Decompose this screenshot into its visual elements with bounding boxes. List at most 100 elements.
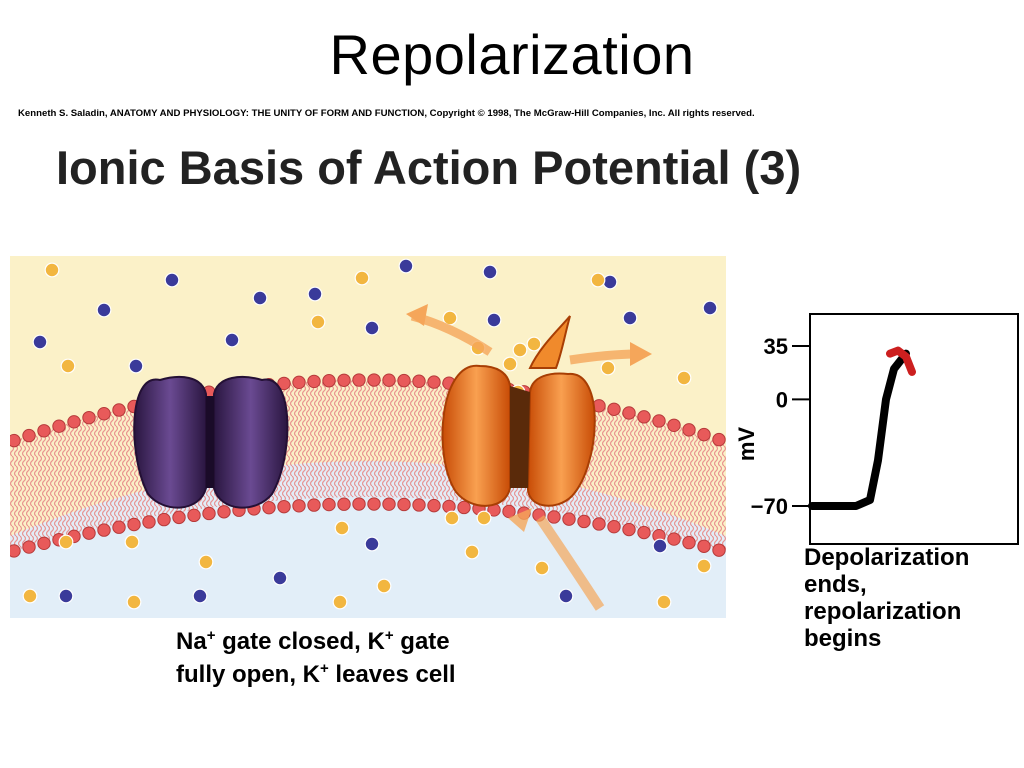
phospholipid-head	[292, 499, 306, 513]
na-ion	[364, 320, 380, 336]
phospholipid-head	[352, 497, 366, 511]
membrane-caption: Na+ gate closed, K+ gate fully open, K+ …	[176, 622, 456, 688]
phospholipid-head	[262, 500, 276, 515]
phospholipid-head	[667, 418, 681, 432]
phospholipid-head	[307, 498, 321, 512]
na-ion	[252, 290, 268, 306]
na-ion	[58, 588, 74, 604]
k-ion	[124, 534, 140, 550]
na-ion	[96, 302, 112, 318]
phospholipid-head	[712, 432, 726, 447]
k-ion	[512, 342, 528, 358]
phospholipid-head	[382, 373, 396, 387]
phospholipid-head	[277, 376, 291, 391]
phospholipid-head	[457, 500, 471, 515]
phospholipid-head	[697, 539, 711, 553]
phospholipid-head	[67, 415, 81, 429]
membrane-potential-trace	[808, 346, 916, 510]
k-ion	[534, 560, 550, 576]
graph-note-line: Depolarization	[804, 544, 970, 571]
y-axis-label: mV	[734, 427, 759, 462]
slide-title: Repolarization	[329, 23, 695, 86]
y-tick-label: 35	[764, 334, 788, 359]
phospholipid-head	[622, 406, 636, 420]
phospholipid-head	[337, 497, 351, 511]
phospholipid-head	[22, 540, 36, 554]
phospholipid-head	[397, 497, 411, 512]
phospholipid-head	[577, 514, 591, 529]
phospholipid-head	[97, 407, 111, 421]
trace-repolarization-start	[886, 346, 916, 376]
phospholipid-head	[712, 543, 726, 557]
action-potential-graph: mV 35 0 −70	[734, 313, 1019, 545]
na-ion	[486, 312, 502, 328]
phospholipid-head	[82, 410, 96, 425]
phospholipid-head	[682, 535, 696, 550]
phospholipid-head	[307, 374, 321, 389]
y-tick-label: −70	[751, 494, 788, 519]
caption-text: fully open, K	[176, 661, 320, 688]
caption-text: leaves cell	[328, 661, 456, 688]
caption-superscript: +	[206, 627, 216, 644]
phospholipid-head	[367, 497, 381, 511]
caption-text: gate closed, K	[215, 628, 385, 655]
na-ion	[224, 332, 240, 348]
na-ion	[482, 264, 498, 280]
phospholipid-head	[127, 517, 141, 532]
phospholipid-head	[97, 523, 111, 537]
caption-text: Na	[176, 628, 207, 655]
phospholipid-head	[52, 419, 66, 433]
k-ion	[696, 558, 712, 574]
phospholipid-head	[337, 373, 351, 387]
y-tick-label: 0	[776, 387, 788, 412]
graph-note-line: begins	[804, 625, 882, 652]
caption-superscript: +	[384, 627, 394, 644]
phospholipid-head	[217, 505, 231, 519]
phospholipid-head	[427, 375, 441, 389]
phospholipid-head	[157, 512, 171, 527]
phospholipid-head	[562, 512, 576, 526]
k-ion	[600, 360, 616, 376]
phospholipid-head	[427, 498, 441, 513]
k-ion	[334, 520, 350, 536]
phospholipid-head	[607, 402, 621, 416]
graph-note-line: ends,	[804, 571, 867, 598]
phospholipid-head	[172, 510, 186, 525]
phospholipid-head	[607, 519, 621, 534]
caption-superscript: +	[320, 660, 329, 677]
k-ion	[60, 358, 76, 374]
na-channel-closed	[133, 376, 289, 509]
na-ion	[558, 588, 574, 604]
phospholipid-head	[637, 410, 651, 424]
trace-depolarization	[808, 349, 910, 510]
phospholipid-head	[412, 498, 426, 512]
k-ion	[310, 314, 326, 330]
phospholipid-head	[697, 427, 711, 442]
na-ion	[128, 358, 144, 374]
k-ion	[354, 270, 370, 286]
phospholipid-head	[592, 517, 606, 531]
copyright-credit: Kenneth S. Saladin, ANATOMY AND PHYSIOLO…	[18, 108, 755, 119]
phospholipid-head	[652, 414, 666, 428]
k-ion	[590, 272, 606, 288]
membrane-diagram	[10, 256, 726, 618]
k-ion	[444, 510, 460, 526]
phospholipid-head	[622, 522, 636, 537]
k-ion	[526, 336, 542, 352]
phospholipid-heads	[10, 373, 726, 558]
na-ion	[364, 536, 380, 552]
phospholipid-head	[10, 544, 21, 558]
graph-note: Depolarization ends, repolarization begi…	[804, 544, 969, 652]
k-ion	[198, 554, 214, 570]
k-ion	[442, 310, 458, 326]
k-ion	[376, 578, 392, 594]
k-ion	[44, 262, 60, 278]
k-ion	[476, 510, 492, 526]
na-ion	[32, 334, 48, 350]
y-axis-ticks: 35 0 −70	[751, 334, 810, 519]
na-ion	[652, 538, 668, 554]
k-efflux-arrows	[406, 304, 652, 611]
k-ion	[676, 370, 692, 386]
caption-text: gate	[393, 628, 450, 655]
phospholipid-head	[322, 497, 336, 512]
